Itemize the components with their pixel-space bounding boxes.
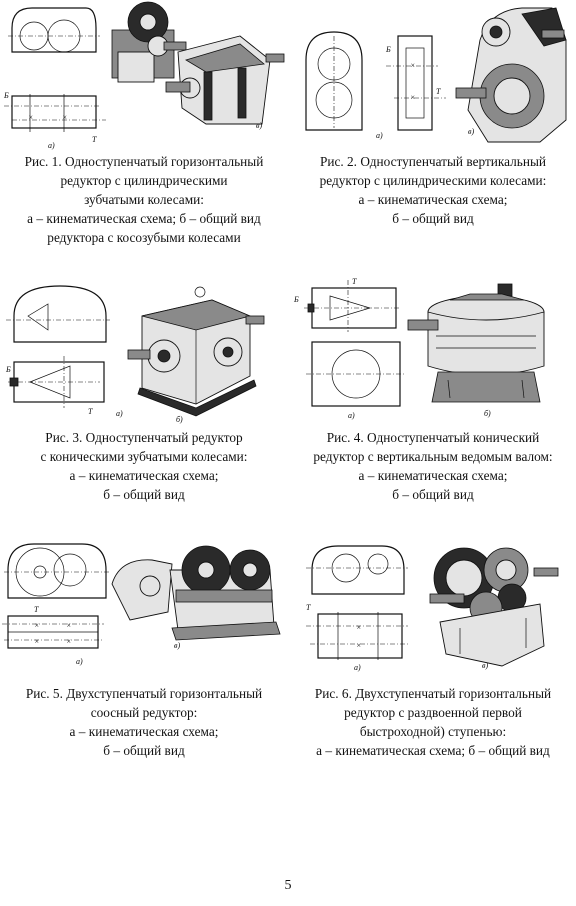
svg-text:Т: Т	[436, 87, 441, 96]
svg-text:Т: Т	[88, 407, 93, 416]
figure-6-caption: Рис. 6. Двухступенчатый горизонтальный р…	[314, 686, 552, 758]
kinematic-scheme-4: Б Т а)	[293, 277, 406, 420]
svg-text:Т: Т	[34, 605, 39, 614]
svg-text:а): а)	[48, 141, 55, 150]
svg-text:б): б)	[176, 415, 183, 424]
svg-text:в): в)	[256, 121, 262, 130]
svg-text:б): б)	[484, 409, 491, 418]
svg-text:×: ×	[410, 61, 415, 70]
svg-text:в): в)	[174, 641, 180, 650]
svg-text:а): а)	[348, 411, 355, 420]
kinematic-scheme-2: Б Т × × а)	[305, 31, 446, 140]
figure-2-drawing: Б Т × × а) в)	[290, 0, 576, 150]
figure-5-drawing: Т × × × × а) в)	[0, 530, 288, 680]
svg-text:×: ×	[66, 621, 71, 630]
gearbox-view-3: б)	[127, 286, 265, 424]
svg-text:а): а)	[376, 131, 383, 140]
kinematic-scheme-3: Б Т а)	[5, 285, 123, 418]
svg-text:Б: Б	[5, 365, 11, 374]
figure-4-drawing: Б Т а) б)	[290, 276, 576, 424]
svg-text:а): а)	[116, 409, 123, 418]
svg-text:Т: Т	[306, 603, 311, 612]
figure-6-drawing: Т × × а) в)	[290, 530, 576, 680]
svg-text:×: ×	[356, 641, 361, 650]
svg-text:а): а)	[354, 663, 361, 672]
svg-text:в): в)	[468, 127, 474, 136]
svg-text:а): а)	[76, 657, 83, 666]
kinematic-scheme-5: Т × × × × а)	[2, 543, 110, 666]
figure-3-drawing: Б Т а) б)	[0, 276, 288, 424]
gearbox-view-2: в)	[455, 7, 567, 143]
gearbox-view-5: в)	[111, 545, 281, 650]
svg-text:×: ×	[62, 113, 67, 122]
svg-text:×: ×	[410, 93, 415, 102]
figure-3-caption: Рис. 3. Одноступенчатый редуктор с конич…	[40, 430, 248, 502]
kinematic-scheme-1: Б Т × × а)	[3, 7, 106, 150]
figure-1-drawing: Б Т × × а) в)	[0, 0, 288, 150]
svg-text:Б: Б	[3, 91, 9, 100]
figure-2-caption: Рис. 2. Одноступенчатый вертикальный ред…	[319, 154, 547, 226]
svg-text:×: ×	[356, 623, 361, 632]
svg-text:×: ×	[34, 621, 39, 630]
gearbox-view-1: в)	[111, 1, 285, 130]
gearbox-view-4: б)	[407, 283, 545, 418]
kinematic-scheme-6: Т × × а)	[306, 545, 408, 672]
svg-text:в): в)	[482, 661, 488, 670]
svg-text:×: ×	[28, 113, 33, 122]
svg-text:×: ×	[66, 637, 71, 646]
figure-4-caption: Рис. 4. Одноступенчатый конический редук…	[313, 430, 553, 502]
svg-text:Т: Т	[92, 135, 97, 144]
figure-1-caption: Рис. 1. Одноступенчатый горизонтальный р…	[24, 154, 264, 245]
svg-text:Б: Б	[293, 295, 299, 304]
gearbox-view-6: в)	[429, 547, 559, 670]
svg-text:Б: Б	[385, 45, 391, 54]
figure-5-caption: Рис. 5. Двухступенчатый горизонтальный с…	[25, 686, 263, 758]
page-number: 5	[284, 878, 292, 893]
svg-text:Т: Т	[352, 277, 357, 286]
svg-text:×: ×	[34, 637, 39, 646]
